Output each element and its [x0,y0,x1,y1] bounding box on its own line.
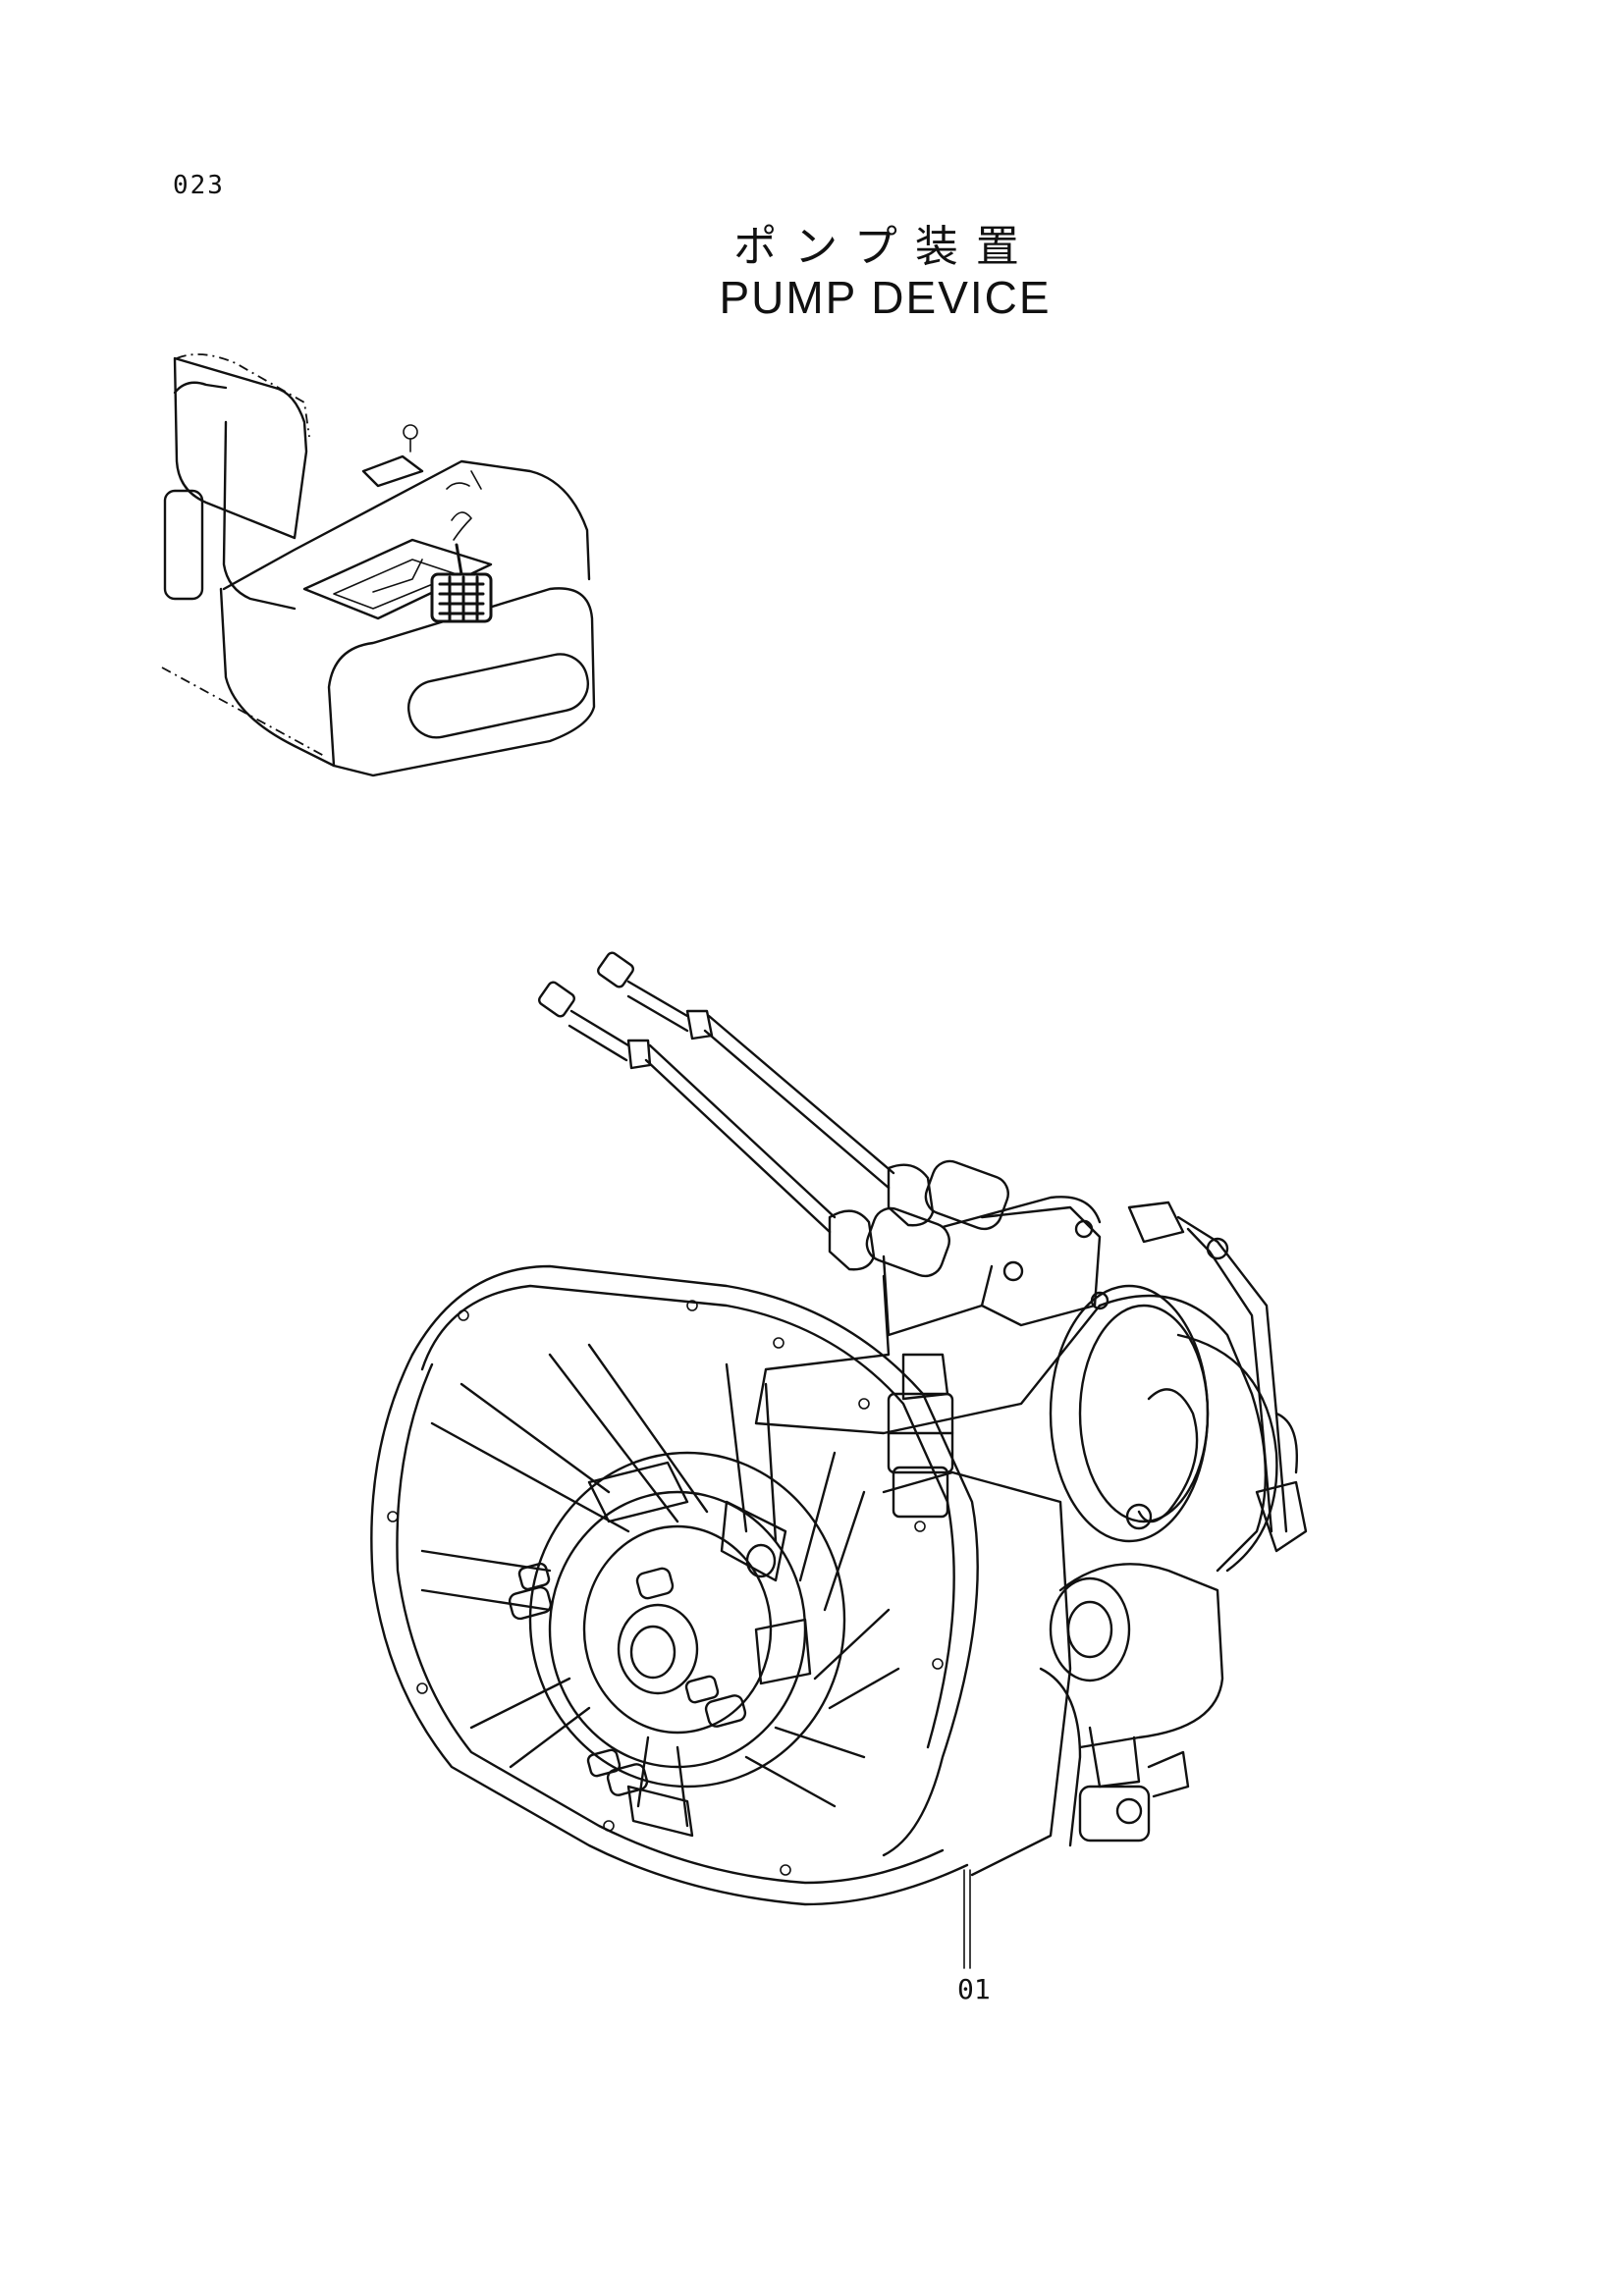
callout-label-01: 01 [957,1973,991,2005]
pump-location-marker [430,543,493,623]
pilot-hose-lower [538,981,950,1278]
coupling-bolts [508,1562,747,1796]
machine-body-outline [161,353,596,777]
page-title-english: PUMP DEVICE [719,272,1052,323]
pilot-hose-upper [597,951,1009,1231]
page-title-japanese: ポンプ装置 [733,222,1037,272]
page-number: 023 [173,171,225,200]
pump-device-illustration [370,951,1308,1906]
callout-leader-01 [963,1869,971,1969]
